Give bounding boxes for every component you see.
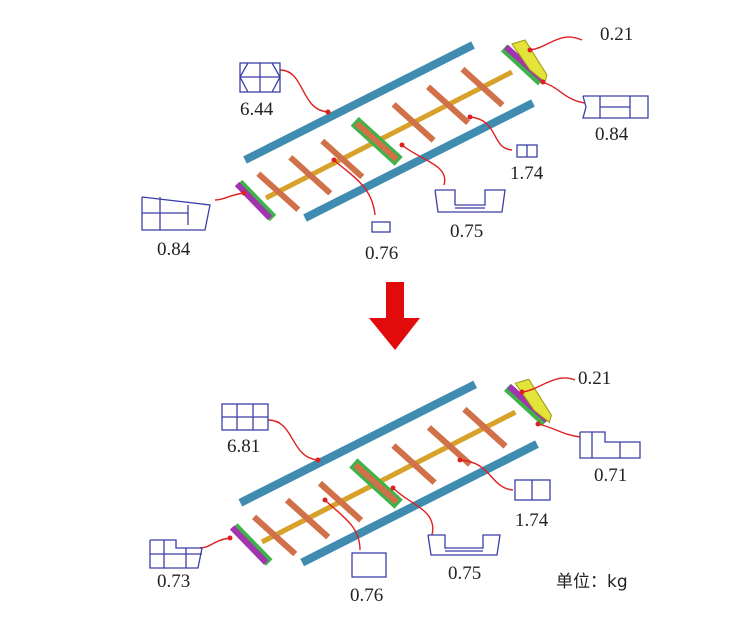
side-rail-upper — [238, 380, 478, 507]
side-rail-lower — [303, 99, 535, 222]
leader-dot — [457, 457, 463, 463]
annotations-after: 0.21 6.81 0.71 1.74 0.73 0.76 0.75 单位：kg — [149, 368, 641, 606]
cross-member — [426, 425, 473, 467]
cross-member — [320, 138, 365, 180]
label-center-channel-after: 0.75 — [448, 563, 481, 584]
cross-member — [391, 102, 436, 143]
leader-dot — [535, 421, 541, 427]
side-rail-section-icon — [239, 62, 281, 93]
label-end-beam-right-before: 0.84 — [595, 124, 629, 145]
unit-label: 单位：kg — [556, 572, 628, 592]
label-end-beam-left-after: 0.73 — [157, 571, 190, 592]
leader-dot — [227, 535, 233, 541]
end-bracket — [514, 378, 552, 424]
side-rail-upper — [243, 41, 475, 164]
cross-member — [284, 497, 331, 540]
label-cross-member-before: 1.74 — [510, 163, 544, 184]
center-channel-section-icon — [434, 189, 506, 213]
label-end-beam-right-after: 0.71 — [594, 465, 627, 486]
cross-member — [426, 84, 471, 125]
center-tube-section-icon — [351, 552, 387, 578]
label-bracket-before: 0.21 — [600, 24, 633, 45]
cross-member-section-icon — [516, 144, 538, 158]
cross-member — [288, 155, 333, 196]
center-tube — [260, 409, 517, 545]
annotations-before: 0.21 6.44 0.84 1.74 0.84 0.76 0.75 — [141, 24, 649, 264]
end-beam-left-section-icon — [149, 539, 203, 569]
label-center-channel-before: 0.75 — [450, 221, 483, 242]
leader-dot — [322, 497, 328, 503]
side-rail-lower — [300, 440, 539, 567]
cross-member — [460, 66, 505, 108]
end-beam-left-section-icon — [141, 196, 211, 231]
center-tube-section-icon — [371, 221, 391, 233]
center-tube — [264, 69, 514, 201]
cross-member — [256, 171, 301, 212]
label-side-rail-after: 6.81 — [227, 436, 260, 457]
label-bracket-after: 0.21 — [578, 368, 611, 389]
cross-member-section-icon — [514, 479, 551, 501]
center-channel-web — [354, 121, 399, 162]
label-center-tube-before: 0.76 — [365, 243, 398, 264]
frame-assembly-before — [234, 39, 548, 222]
label-cross-member-after: 1.74 — [515, 510, 549, 531]
leader-dot — [540, 79, 546, 85]
end-beam-left — [229, 525, 269, 565]
side-rail-section-icon — [221, 403, 269, 431]
cross-member — [317, 480, 364, 523]
cross-member — [251, 514, 298, 557]
leader-dot — [390, 485, 396, 491]
label-center-tube-after: 0.76 — [350, 585, 383, 606]
frame-assembly-after — [229, 378, 552, 567]
center-channel-section-icon — [427, 534, 501, 556]
leader-dot — [315, 457, 321, 463]
cross-member — [462, 406, 508, 449]
down-arrow-icon — [369, 282, 420, 350]
end-bracket — [511, 39, 548, 83]
end-beam-left — [234, 181, 273, 221]
label-side-rail-before: 6.44 — [240, 99, 274, 120]
center-channel-web — [353, 462, 399, 505]
cross-member — [391, 443, 437, 485]
leader-dot — [519, 389, 525, 395]
label-end-beam-left-before: 0.84 — [157, 239, 191, 260]
end-beam-right-section-icon — [579, 431, 641, 459]
end-beam-right-section-icon — [582, 95, 649, 119]
